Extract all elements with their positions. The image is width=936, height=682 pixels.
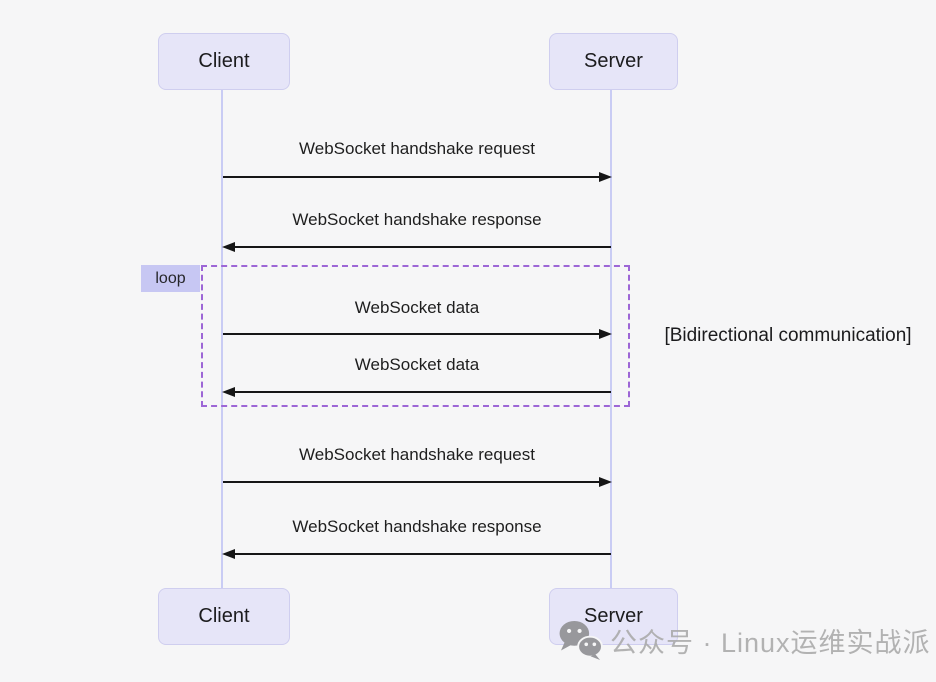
arrow-line bbox=[231, 391, 611, 393]
lifeline-client bbox=[221, 88, 223, 588]
arrow-line bbox=[223, 481, 603, 483]
actor-client-bottom: Client bbox=[158, 588, 290, 645]
actor-client-label: Client bbox=[198, 605, 250, 627]
arrowhead-icon bbox=[222, 241, 235, 252]
arrow-line bbox=[223, 176, 603, 178]
message-arrow-right bbox=[223, 476, 612, 488]
message-label: WebSocket handshake response bbox=[292, 517, 542, 536]
actor-client-label: Client bbox=[198, 50, 250, 72]
message-arrow-left bbox=[222, 548, 611, 560]
message-label: WebSocket handshake request bbox=[299, 139, 535, 158]
arrowhead-icon bbox=[599, 476, 612, 487]
message-label: WebSocket handshake request bbox=[299, 445, 535, 464]
loop-annotation: [Bidirectional communication] bbox=[664, 325, 912, 346]
message-arrow-left bbox=[222, 241, 611, 253]
watermark-text: 公众号 · Linux运维实战派 bbox=[610, 627, 931, 658]
arrow-line bbox=[231, 246, 611, 248]
message-arrow-right bbox=[223, 328, 612, 340]
actor-server-top: Server bbox=[549, 33, 678, 90]
wechat-icon bbox=[559, 620, 603, 660]
arrow-line bbox=[223, 333, 603, 335]
actor-server-bottom: Server bbox=[549, 588, 678, 645]
actor-server-label: Server bbox=[584, 605, 643, 627]
message-arrow-right bbox=[223, 171, 612, 183]
actor-client-top: Client bbox=[158, 33, 290, 90]
message-label: WebSocket handshake response bbox=[292, 210, 542, 229]
message-label: WebSocket data bbox=[354, 298, 480, 317]
actor-server-label: Server bbox=[584, 50, 643, 72]
arrowhead-icon bbox=[599, 171, 612, 182]
arrowhead-icon bbox=[222, 548, 235, 559]
loop-label: loop bbox=[141, 265, 200, 292]
loop-fragment-box bbox=[201, 265, 630, 407]
arrowhead-icon bbox=[222, 386, 235, 397]
arrowhead-icon bbox=[599, 328, 612, 339]
watermark: 公众号 · Linux运维实战派 bbox=[558, 620, 931, 660]
arrow-line bbox=[231, 553, 611, 555]
loop-label-text: loop bbox=[155, 269, 186, 287]
message-arrow-left bbox=[222, 386, 611, 398]
message-label: WebSocket data bbox=[354, 355, 480, 374]
